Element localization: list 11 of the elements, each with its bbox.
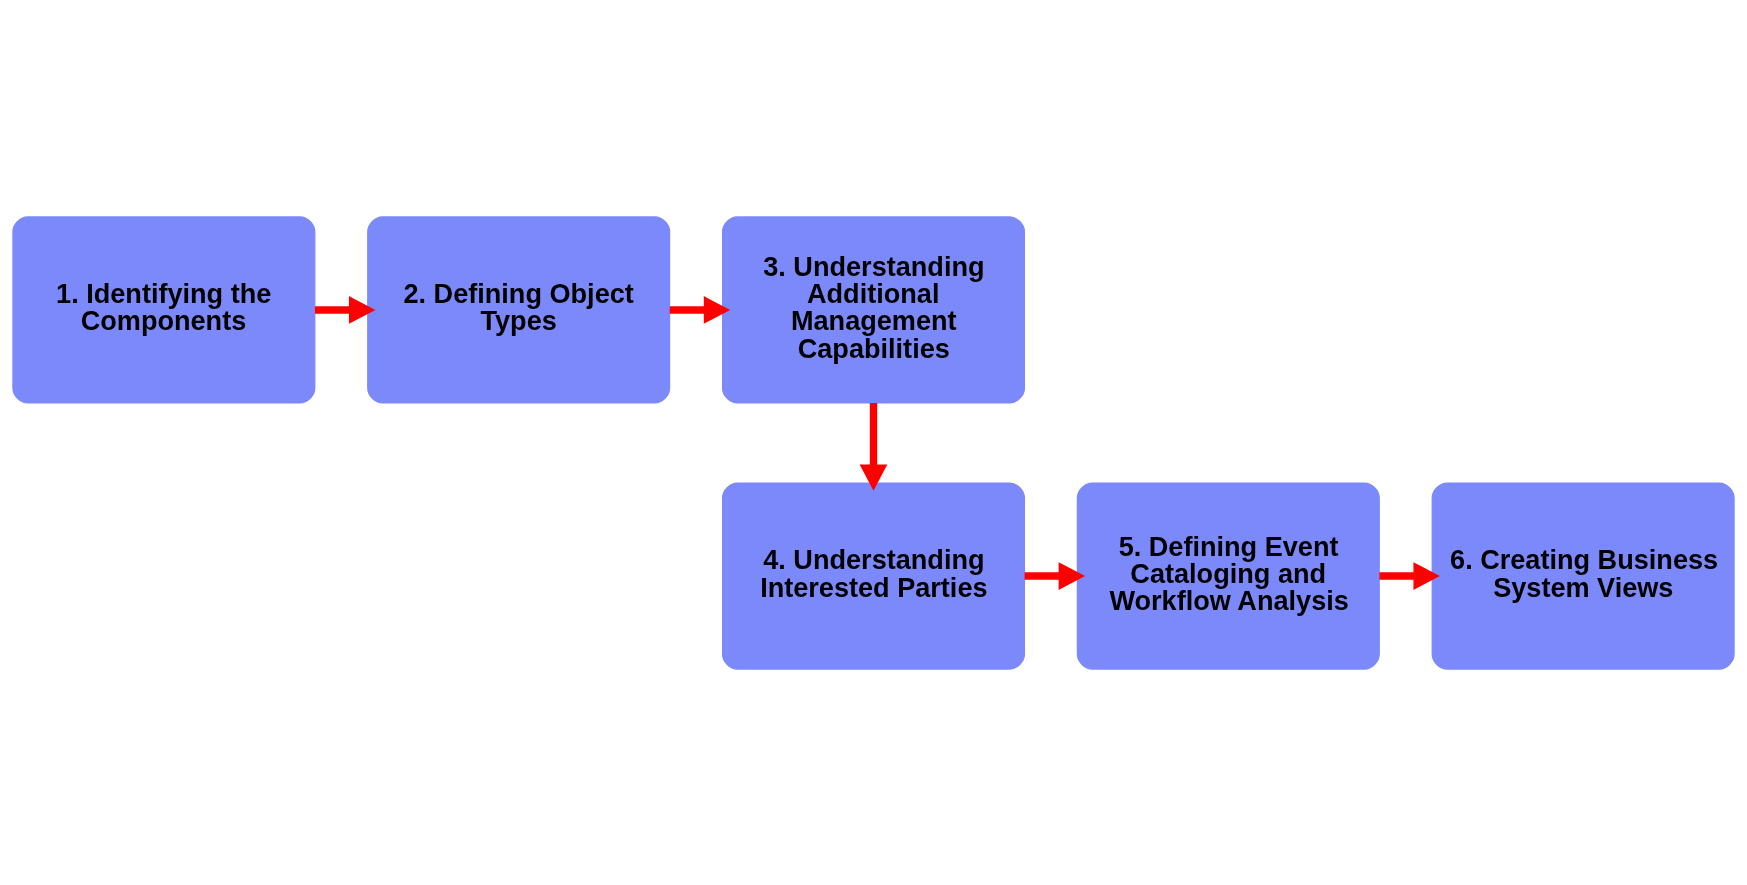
node-box: 2. Defining Object Types: [367, 215, 671, 404]
arrow: [314, 295, 376, 324]
arrow: [669, 295, 731, 324]
node-box: 5. Defining Event Cataloging and Workflow Analysis: [1076, 481, 1380, 670]
node-box: 3. Understanding Additional Management Capabilities: [721, 215, 1026, 404]
arrow: [859, 402, 888, 491]
arrow: [1379, 561, 1440, 590]
node-box: 1. Identifying the Components: [12, 215, 316, 404]
node-box: 4. Understanding Interested Parties: [721, 481, 1026, 670]
node-box: 6. Creating Business System Views: [1431, 481, 1735, 670]
arrow: [1024, 561, 1086, 590]
